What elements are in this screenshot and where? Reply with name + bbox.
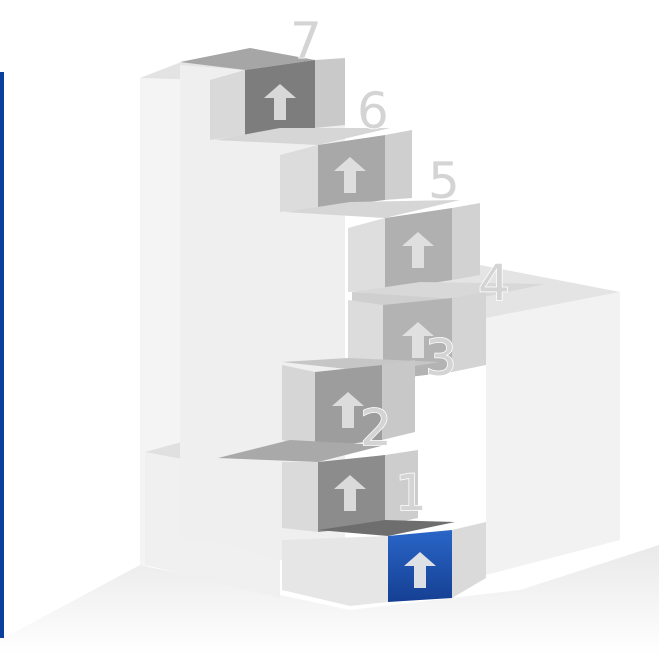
step-number-3: 3 [425, 329, 457, 387]
step-7-left [210, 70, 245, 140]
step-number-6: 6 [357, 82, 389, 140]
step-5-side [452, 203, 480, 280]
side-accent-bar [0, 72, 4, 638]
step-number-5: 5 [428, 152, 460, 210]
step-6-left [280, 145, 318, 212]
right-block [486, 292, 620, 575]
step-1-side [452, 522, 486, 598]
step-1-left [282, 536, 388, 606]
step-2-left [282, 365, 315, 448]
mid-platform-left [282, 462, 318, 532]
step-5-left [348, 218, 385, 292]
step-number-2: 2 [360, 399, 392, 457]
step-number-7: 7 [290, 12, 322, 70]
step-number-4: 4 [478, 254, 510, 312]
step-6-side [385, 130, 412, 200]
step-number-1: 1 [395, 464, 427, 522]
